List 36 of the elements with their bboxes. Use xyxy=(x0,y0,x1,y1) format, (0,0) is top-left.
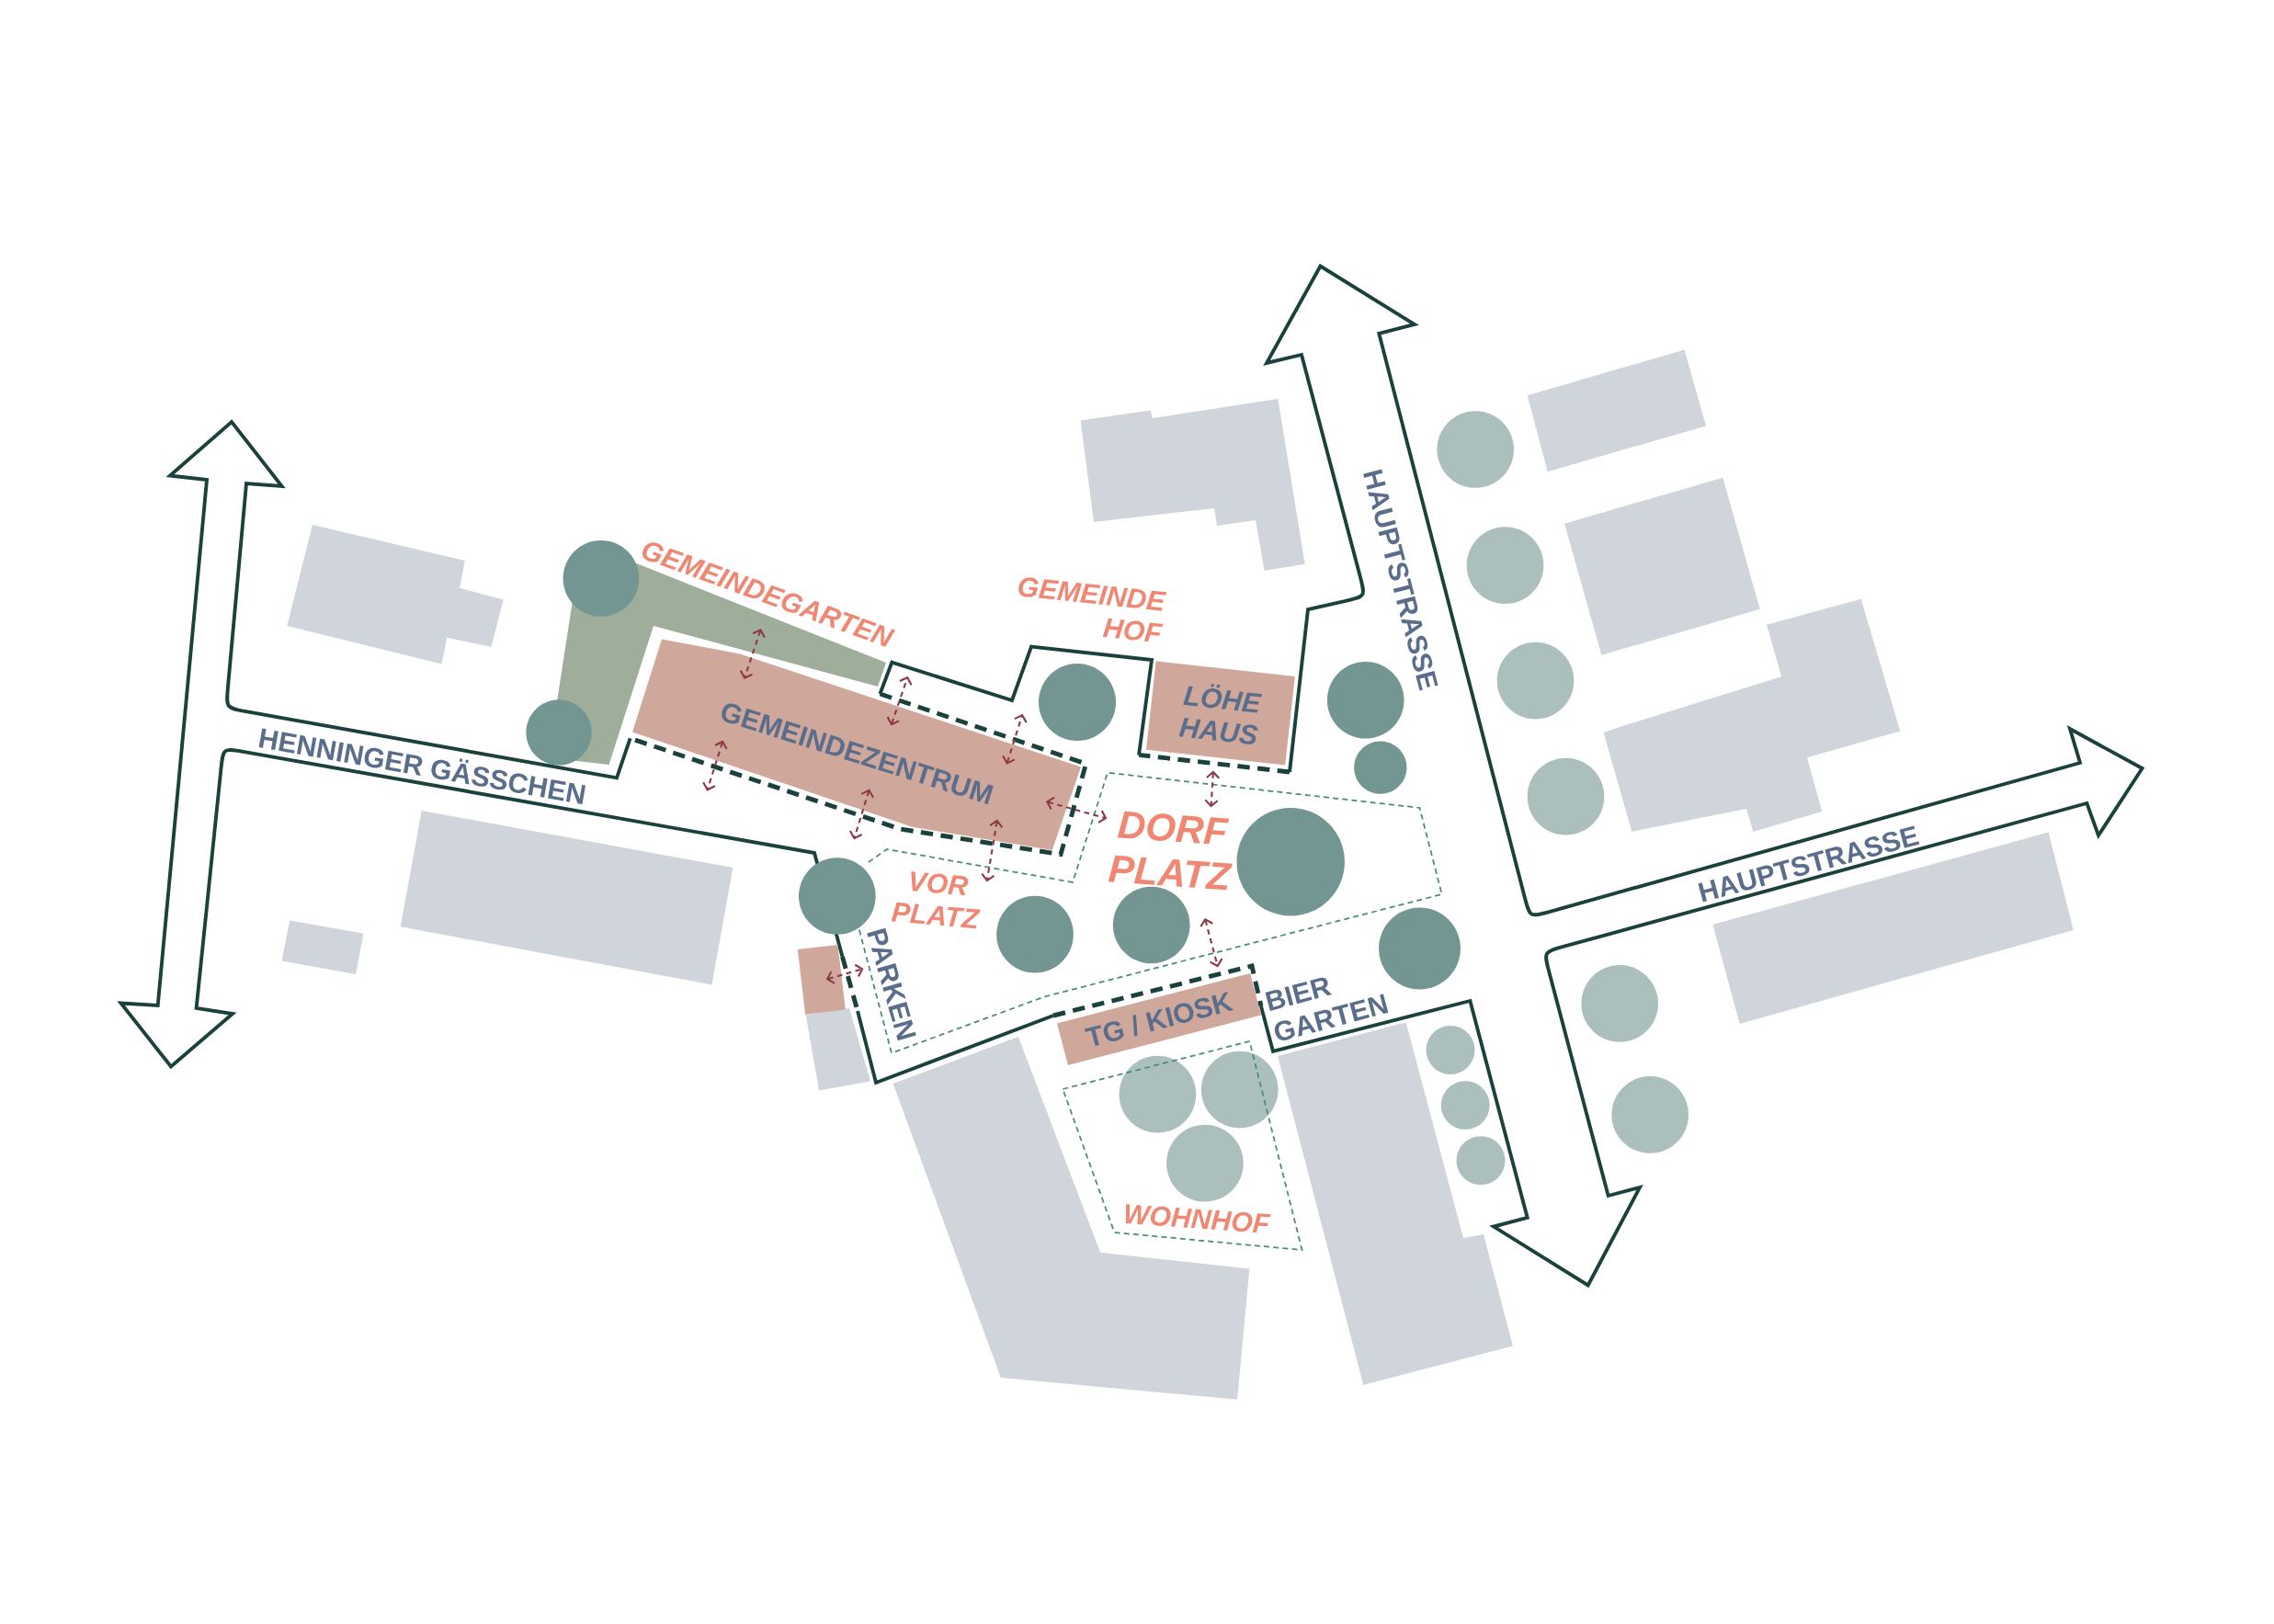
double-arrow xyxy=(1045,796,1108,823)
tree xyxy=(1354,741,1407,794)
building xyxy=(1527,349,1706,472)
double-arrow xyxy=(886,676,913,726)
building xyxy=(1564,477,1760,655)
double-arrow xyxy=(981,819,1004,882)
tree xyxy=(1611,1076,1689,1153)
tree xyxy=(1039,664,1117,742)
tree xyxy=(1426,1026,1475,1074)
building xyxy=(1080,399,1305,571)
building: LÖHE HAUS xyxy=(1146,661,1295,766)
double-arrow xyxy=(1200,917,1223,968)
double-arrow xyxy=(1204,770,1220,808)
tree xyxy=(1440,1081,1490,1130)
building xyxy=(287,524,504,664)
building: TG / KIOSK xyxy=(1057,972,1261,1066)
tree xyxy=(1466,527,1544,605)
tree xyxy=(563,540,640,617)
tree xyxy=(1527,757,1605,835)
area-label: WOHNHOF xyxy=(1125,1204,1271,1232)
double-arrow xyxy=(825,963,864,984)
tree xyxy=(1496,642,1575,720)
double-arrow xyxy=(1002,713,1028,765)
building xyxy=(400,811,733,985)
tree xyxy=(1437,411,1515,488)
double-arrow xyxy=(702,740,728,791)
tree xyxy=(1581,965,1659,1042)
double-arrow xyxy=(739,629,766,679)
area-label: DORF PLATZ xyxy=(1108,811,1233,891)
building xyxy=(281,920,364,974)
building xyxy=(797,944,846,1015)
tree xyxy=(1456,1136,1506,1186)
area-label: BIER GARTEN xyxy=(1265,977,1389,1040)
double-arrow xyxy=(849,789,874,840)
area-label: VOR PLATZ xyxy=(891,871,981,929)
tree xyxy=(1379,907,1461,990)
